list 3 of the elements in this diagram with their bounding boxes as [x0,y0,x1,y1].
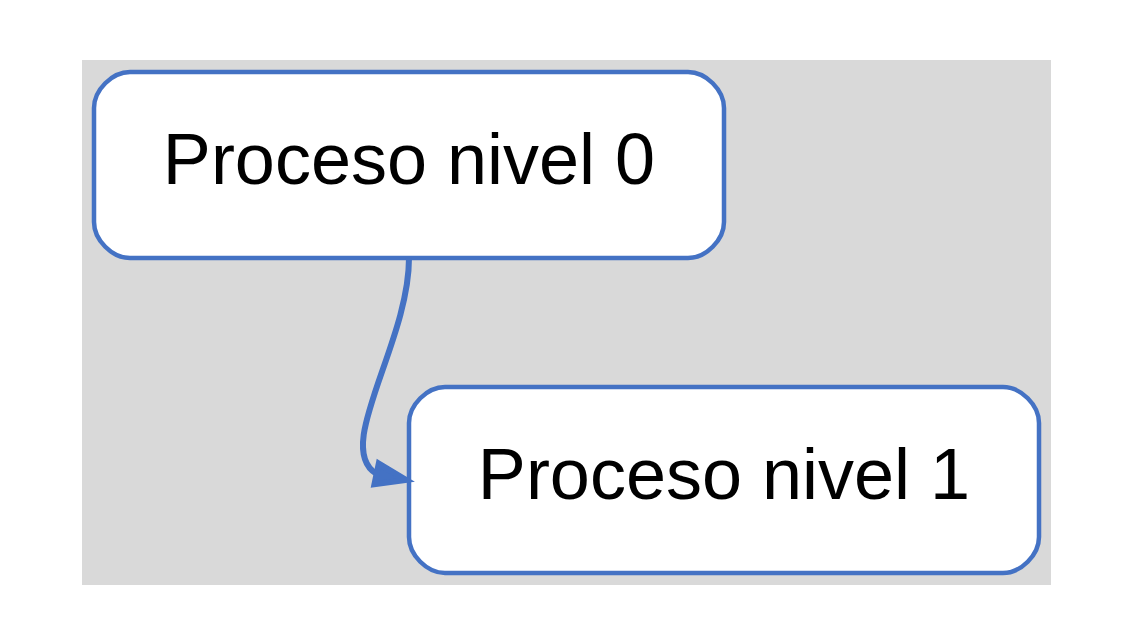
node-box: Proceso nivel 1 [406,384,1041,575]
arrow [359,257,415,488]
node-box: Proceso nivel 0 [91,69,726,260]
